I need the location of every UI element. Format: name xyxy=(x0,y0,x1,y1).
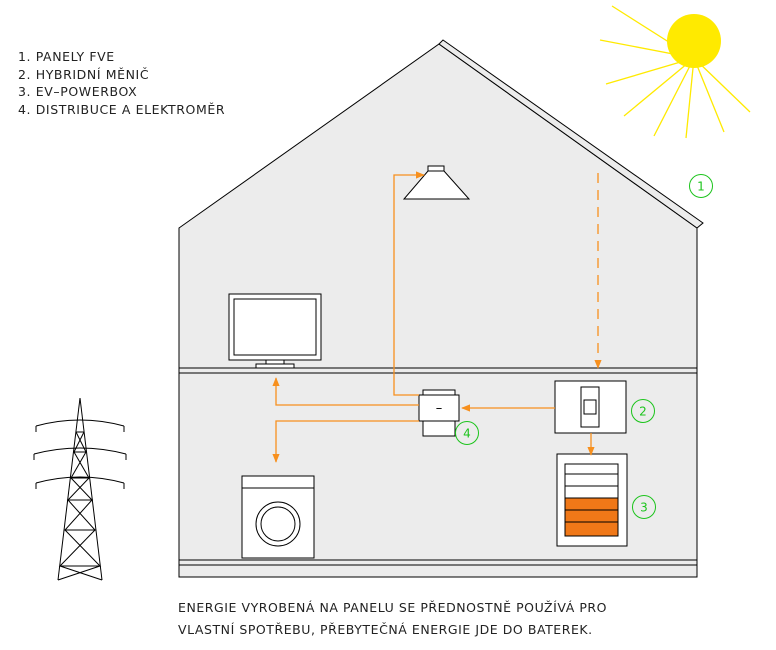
power-pylon-icon xyxy=(33,397,127,581)
sun-icon xyxy=(599,5,751,139)
svg-text:2: 2 xyxy=(639,405,647,419)
legend-item: 2. HYBRIDNÍ MĚNIČ xyxy=(18,66,150,82)
flow-meter-to-lamp xyxy=(393,171,425,396)
meter-symbol: – xyxy=(436,401,443,416)
energy-flow xyxy=(272,171,602,463)
legend: 1. PANELY FVE 2. HYBRIDNÍ MĚNIČ 3. EV–PO… xyxy=(18,48,225,118)
television-icon xyxy=(228,293,322,369)
caption-line-2: VLASTNÍ SPOTŘEBU, PŘEBYTEČNÁ ENERGIE JDE… xyxy=(178,622,593,637)
caption: ENERGIE VYROBENÁ NA PANELU SE PŘEDNOSTNĚ… xyxy=(178,597,607,641)
marker-4: 4 xyxy=(455,421,479,445)
hybrid-inverter-icon xyxy=(554,380,627,434)
flow-meter-to-washer xyxy=(272,420,419,463)
washing-machine-icon xyxy=(241,475,315,559)
solar-panel-strip xyxy=(438,39,704,229)
caption-line-1: ENERGIE VYROBENÁ NA PANELU SE PŘEDNOSTNĚ… xyxy=(178,600,608,615)
house xyxy=(178,39,704,578)
ceiling-lamp-icon xyxy=(402,165,471,200)
legend-item: 4. DISTRIBUCE A ELEKTROMĚR xyxy=(18,101,226,117)
battery-icon xyxy=(556,453,628,547)
electricity-meter-icon: – xyxy=(418,389,460,437)
svg-text:4: 4 xyxy=(463,427,471,441)
flow-meter-to-tv xyxy=(272,377,419,406)
marker-1: 1 xyxy=(689,174,713,198)
legend-item: 1. PANELY FVE xyxy=(18,49,115,64)
legend-item: 3. EV–POWERBOX xyxy=(18,84,138,99)
marker-3: 3 xyxy=(632,495,656,519)
marker-2: 2 xyxy=(631,399,655,423)
svg-text:1: 1 xyxy=(697,180,705,194)
svg-text:3: 3 xyxy=(640,501,648,515)
